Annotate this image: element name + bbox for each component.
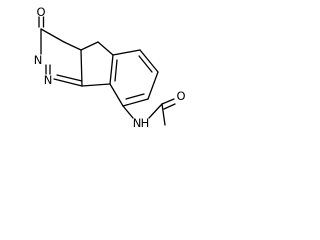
bond-carbonyl-o <box>161 98 175 105</box>
bond-c8-c9 <box>122 98 149 107</box>
bond-c5a-c9a <box>109 54 114 85</box>
atom-label-amide-hydrogen: H <box>141 116 150 130</box>
bond-c8-c9-inner <box>125 93 145 100</box>
bond-c6-c7-inner <box>138 55 153 73</box>
atom-label-amide-nitrogen: N <box>133 116 142 130</box>
bond-carbonyl-o-double <box>163 103 176 110</box>
bond-n1-c9b-double <box>56 74 83 82</box>
bond-c4-c4a <box>63 41 82 51</box>
bond-c3-c4 <box>40 28 65 43</box>
bond-c5a-c6 <box>112 49 141 56</box>
bond-c5-c5a <box>97 41 114 56</box>
bond-c9b-c4a <box>80 49 83 87</box>
molecule-structure-diagram: O N N N H O <box>34 5 186 130</box>
bond-n1-c9b <box>53 78 83 87</box>
bond-c5a-c9a-inner <box>114 59 118 82</box>
atom-label-hydrazide-n2: N <box>44 73 53 87</box>
bond-c7-c8 <box>147 71 159 100</box>
atom-label-hydrazide-n1: N <box>34 53 43 67</box>
bond-c4a-c5 <box>80 41 99 51</box>
bond-n-amide-carbonyl <box>148 103 163 119</box>
bond-c9-n-amide <box>122 105 134 119</box>
bond-carbonyl-methyl <box>161 103 166 126</box>
bond-c9a-c9b <box>81 83 111 87</box>
atom-label-amide-oxygen: O <box>176 89 185 103</box>
atom-label-ring-oxygen: O <box>36 5 45 19</box>
bond-c9-c9a <box>109 83 124 107</box>
bond-c6-c7 <box>139 49 159 73</box>
